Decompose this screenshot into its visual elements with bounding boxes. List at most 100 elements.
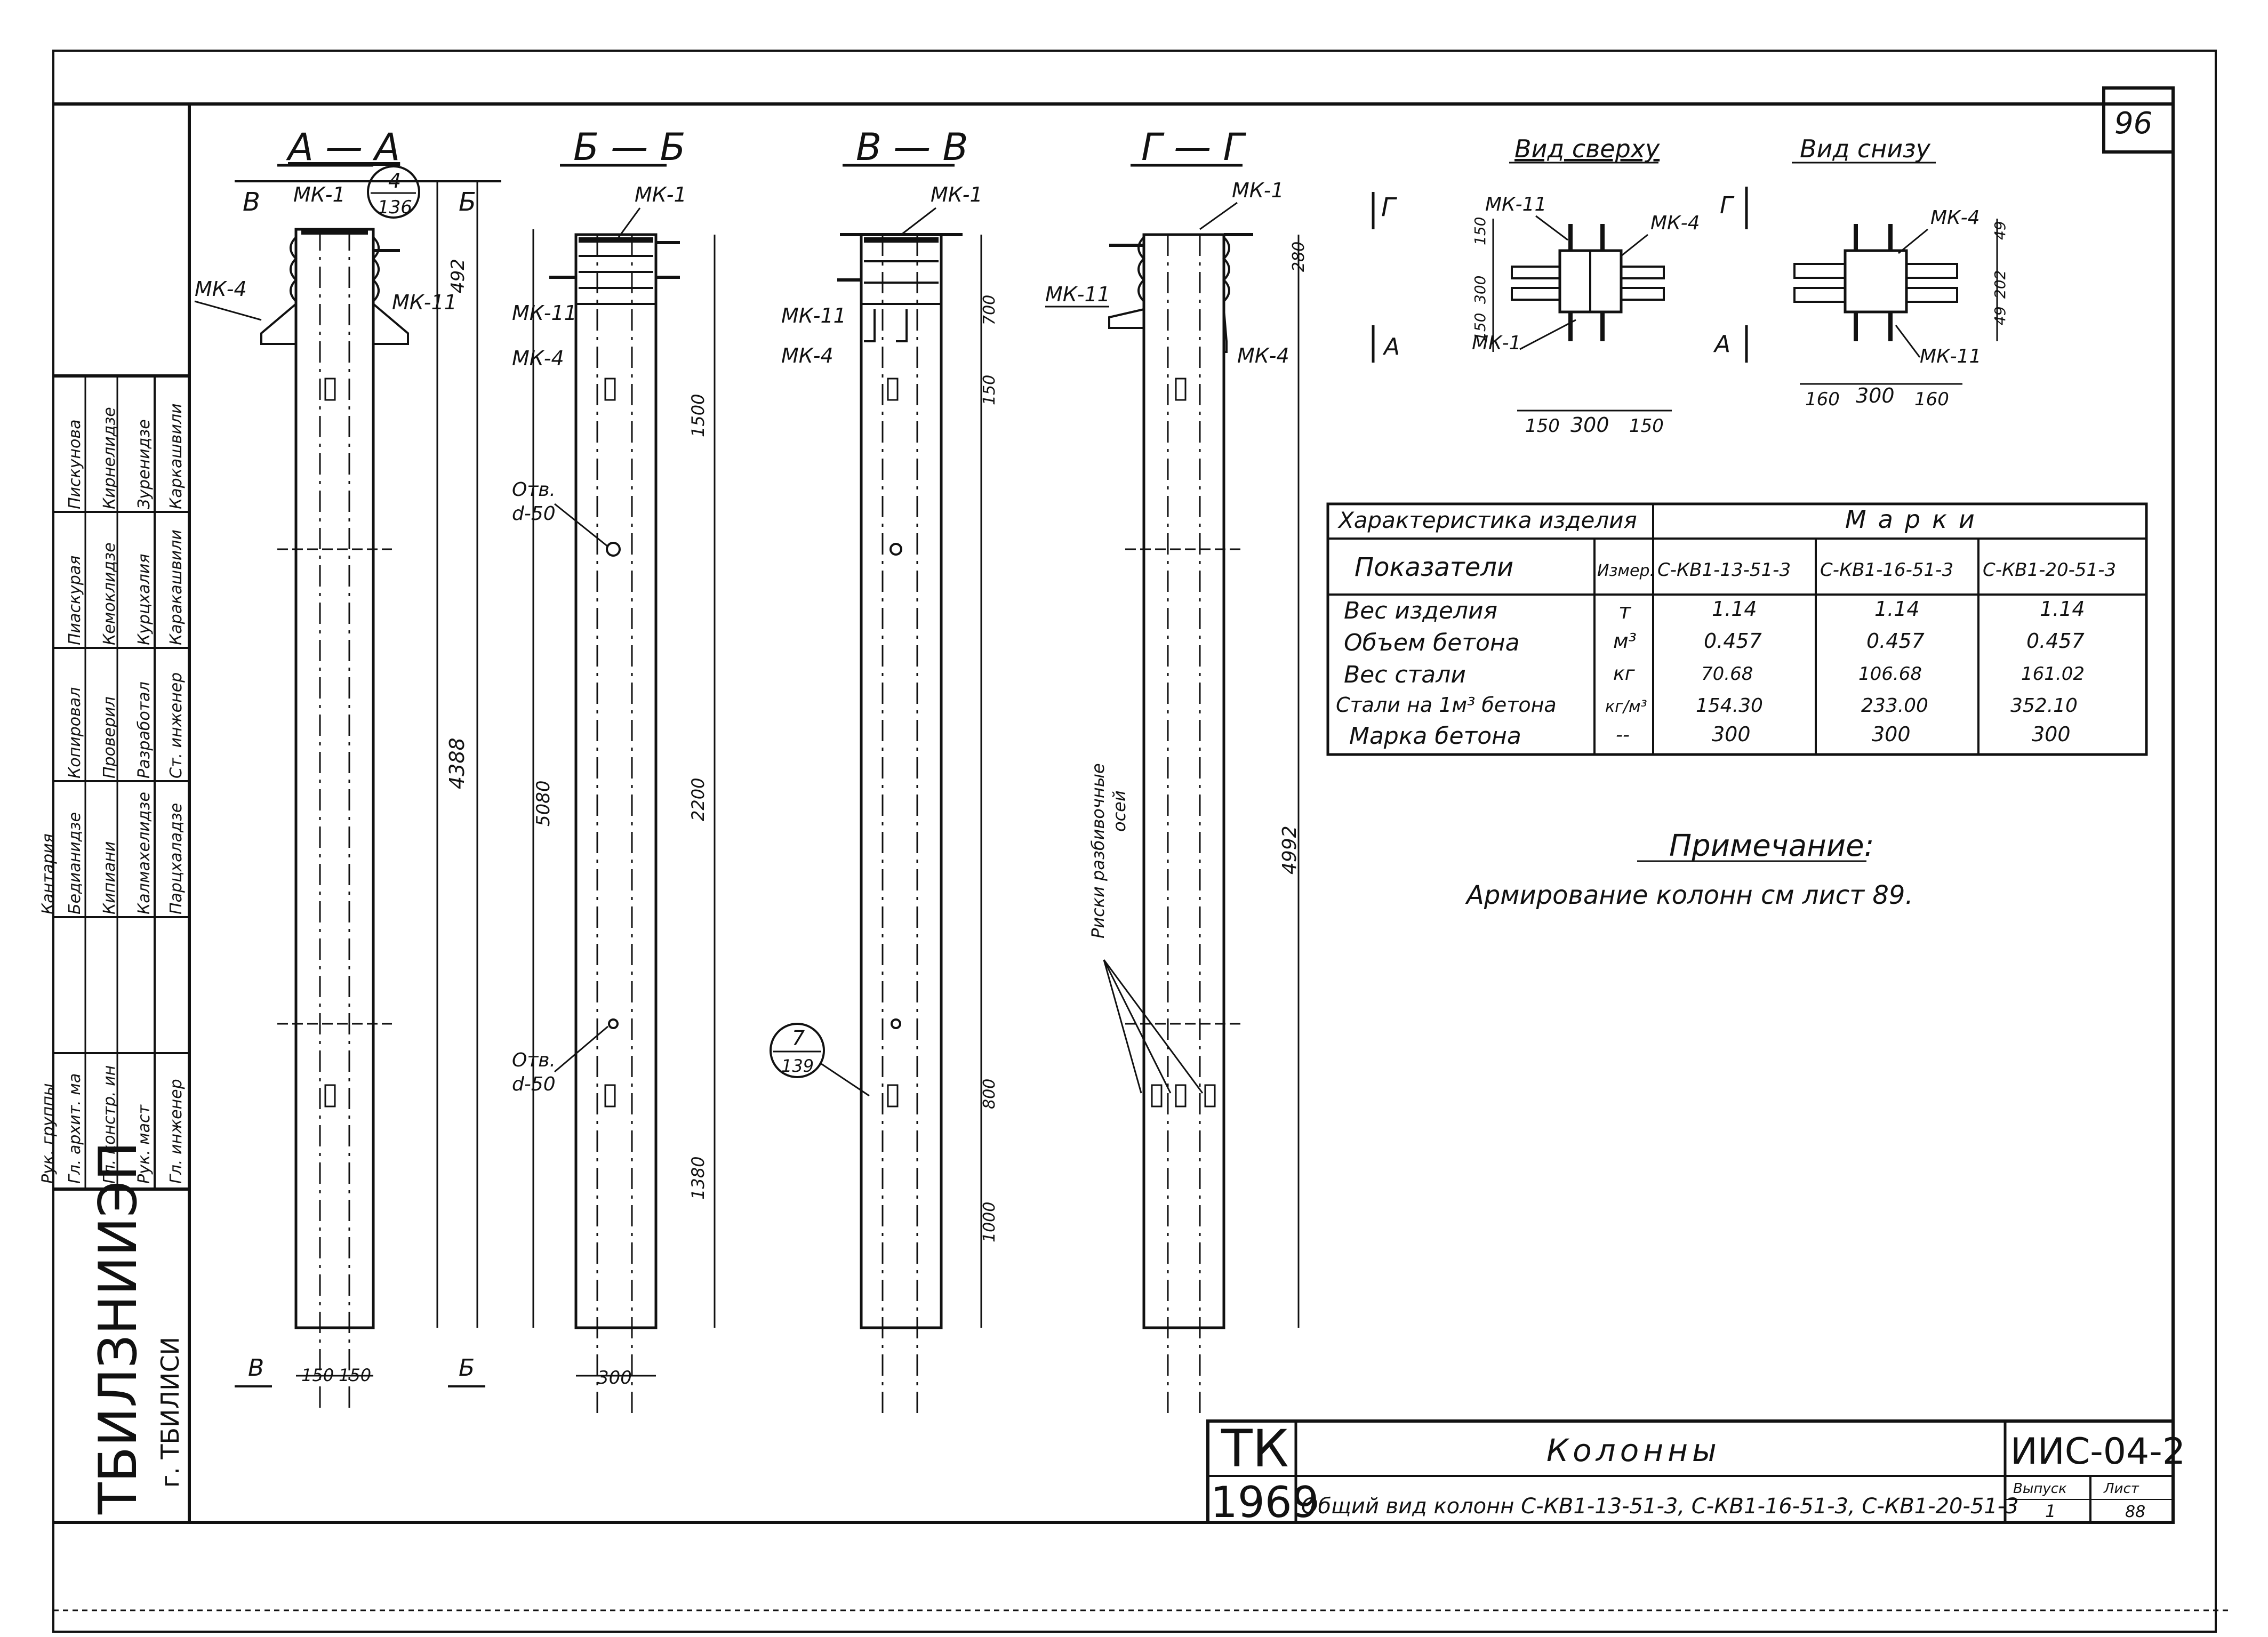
row-2-val-2: 0.457 — [1866, 629, 1925, 653]
row-5-val-2: 300 — [1872, 723, 1911, 746]
row-2-name: Объем бетона — [1344, 629, 1520, 656]
org-city: г. ТБИЛИСИ — [156, 1337, 185, 1488]
top-view-cut-g2: Г — [1720, 192, 1735, 219]
table-col-unit: Измер. — [1597, 561, 1655, 580]
top-view-mk-3: МК-1 — [1472, 332, 1521, 354]
stamp-col-4: Бедианидзе — [66, 812, 84, 914]
bottom-view-dim-b1: 160 — [1805, 389, 1840, 410]
role-5: Рук. группы — [39, 1083, 58, 1184]
inner-frame — [188, 102, 2175, 1524]
section-v-title: В — В — [856, 125, 968, 169]
stamp-col-9: Пиаскурая — [66, 556, 84, 645]
section-g-dim-total: 4992 — [1279, 825, 1301, 874]
row-5-val-1: 300 — [1712, 723, 1751, 746]
table-col-indicator: Показатели — [1355, 552, 1513, 582]
section-g-mk-left: МК-11 — [1045, 283, 1110, 306]
title-issue-value: 1 — [2045, 1501, 2056, 1521]
top-view-dim-s1: 150 — [1471, 217, 1489, 245]
sheet-number: 96 — [2114, 106, 2152, 141]
stamp-col-1: Парцхаладзе — [167, 803, 186, 914]
section-a: А — А В Б МК-1 4 136 МК-4 МК-11 492 4388… — [194, 125, 554, 1413]
row-1-name: Вес изделия — [1344, 597, 1497, 624]
stamp-col-11: Зуренидзе — [135, 419, 154, 509]
role-3: Гл. констр. ин — [100, 1065, 119, 1184]
row-3-val-3: 161.02 — [2021, 663, 2085, 685]
section-b-hole-dia-2: d-50 — [512, 1073, 556, 1095]
outer-frame — [52, 50, 2217, 1633]
section-b-mk-left: МК-11 — [512, 301, 577, 325]
row-4-val-2: 233.00 — [1861, 695, 1928, 717]
section-b-bottom-dim: 300 — [597, 1367, 632, 1389]
name-2: Разработал — [135, 681, 154, 779]
stamp-col-8: Кемоклидзе — [100, 542, 119, 645]
row-5-name: Марка бетона — [1349, 723, 1521, 750]
name-3: Проверил — [100, 696, 119, 779]
title-block: ТК 1969 Колонны Общий вид колонн С-КВ1-1… — [1206, 1419, 2185, 1527]
section-a-bottom-dim-1: 150 — [301, 1365, 334, 1385]
characteristics-table: Характеристика изделия Марки Показатели … — [1326, 502, 2148, 756]
top-view-dim-b1: 150 — [1525, 415, 1560, 437]
stamp-col-5: Кантария — [39, 833, 58, 914]
section-v-dim-1: 700 — [980, 295, 999, 325]
note: Примечание: Армирование колонн см лист 8… — [1465, 829, 1913, 910]
bottom-view-dim-b3: 160 — [1914, 389, 1949, 410]
note-title: Примечание: — [1669, 829, 1874, 863]
stamp-col-13: Пискунова — [66, 420, 84, 509]
table-mark-3: С-КВ1-20-51-3 — [1983, 559, 2116, 581]
table-header-char: Характеристика изделия — [1337, 507, 1637, 533]
top-view-cut-a: А — [1382, 333, 1400, 360]
section-a-bottom-dim-2: 150 — [339, 1365, 371, 1385]
section-a-mk-left: МК-4 — [195, 277, 247, 301]
note-text: Армирование колонн см лист 89. — [1465, 880, 1913, 910]
section-b-mk-top: МК-1 — [635, 183, 687, 206]
title-doc-number: ИИС-04-2 — [2010, 1431, 2185, 1473]
title-sheet-value: 88 — [2125, 1503, 2145, 1521]
section-b-hole-label-2: Отв. — [512, 1049, 556, 1071]
title-code: ТК — [1221, 1419, 1289, 1479]
section-a-callout-bottom: 136 — [378, 197, 412, 218]
section-a-cut-left: В — [243, 187, 260, 217]
title-sheet-label: Лист — [2103, 1481, 2139, 1497]
row-3-name: Вес стали — [1344, 661, 1466, 688]
row-3-val-2: 106.68 — [1858, 663, 1922, 685]
section-a-mk-right: МК-11 — [392, 291, 457, 314]
row-4-val-1: 154.30 — [1696, 695, 1763, 717]
title-subtitle: Общий вид колонн С-КВ1-13-51-3, С-КВ1-16… — [1301, 1494, 2019, 1519]
bottom-view-title: Вид снизу — [1800, 134, 1931, 163]
section-b-dim-2: 2200 — [688, 778, 708, 821]
section-a-cut-right: Б — [459, 187, 476, 217]
stamp-col-10: Каркашвили — [167, 403, 186, 509]
row-2-unit: м³ — [1613, 629, 1637, 653]
section-b-mk-left2: МК-4 — [512, 347, 564, 370]
section-b-hole-label-1: Отв. — [512, 479, 556, 501]
section-b-dim-1: 1500 — [688, 394, 708, 437]
title-main: Колонны — [1546, 1432, 1721, 1469]
section-v-callout-bottom: 139 — [781, 1056, 814, 1076]
row-4-unit: кг/м³ — [1605, 697, 1647, 716]
top-view-mk-1: МК-11 — [1485, 194, 1546, 215]
row-5-val-3: 300 — [2032, 723, 2071, 746]
bottom-view-mk-2: МК-11 — [1920, 346, 1981, 367]
stamp-col-12: Кирнелидзе — [100, 407, 119, 509]
section-g-title: Г — Г — [1141, 125, 1247, 169]
row-1-val-2: 1.14 — [1874, 597, 1920, 621]
top-view: Вид сверху МК-11 МК-4 МК-1 Г А Г А 150 3… — [1372, 134, 1748, 437]
bottom-view-dim-s1: 49 — [1991, 221, 2009, 240]
row-3-unit: кг — [1613, 663, 1636, 685]
bottom-view: Вид снизу МК-4 МК-11 160 300 160 49 202 … — [1792, 134, 2009, 410]
section-b-bottom-cut: Б — [459, 1354, 475, 1382]
stamp-col-7: Курцхалия — [135, 554, 154, 645]
role-2: Рук. маст — [135, 1104, 154, 1184]
section-a-title: А — А — [286, 125, 400, 169]
row-5-unit: -- — [1616, 724, 1630, 746]
section-g-note-vertical2: осей — [1109, 790, 1129, 832]
bottom-view-dim-b2: 300 — [1856, 384, 1895, 407]
top-view-cut-g: Г — [1381, 192, 1397, 222]
role-4: Гл. архит. ма — [66, 1073, 84, 1184]
section-a-bottom-cut: В — [248, 1354, 264, 1382]
top-view-dim-s3: 150 — [1471, 313, 1489, 341]
bottom-view-dim-s2: 202 — [1991, 270, 2009, 299]
signature-strip: Гл. инженер Рук. маст Гл. констр. ин Гл.… — [39, 102, 189, 1524]
section-b-dim-3: 1380 — [688, 1157, 708, 1200]
